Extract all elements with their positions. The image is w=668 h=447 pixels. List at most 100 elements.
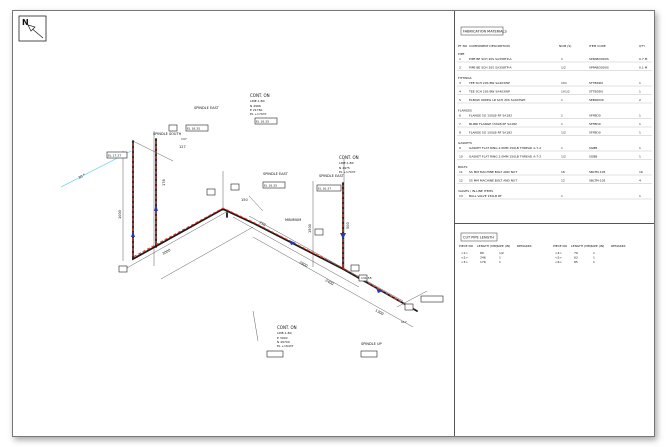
dim-3000: 3000 (162, 248, 172, 256)
parts-group-name: GASKETS (458, 141, 472, 145)
parts-header-size: NOM (S) (559, 44, 571, 48)
parts-row-pt: 7 (459, 122, 461, 126)
cut-header-remarks-left: REMARKS (517, 244, 532, 248)
parts-row-size: 1 (561, 57, 563, 61)
parts-header-code: ITEM CODE (589, 44, 606, 48)
cut-row-length-left: 246 (480, 256, 486, 260)
parts-title-box (460, 26, 504, 36)
cut-header-piece-left: PIECE NO (459, 244, 474, 248)
cut-header-remarks-right: REMARKS (611, 244, 626, 248)
parts-row-desc: PIPE BE SCH 20S SA358TP-A (469, 57, 512, 61)
parts-row-code: SFFBD0 (589, 122, 601, 126)
spindle-up: SPINDLE UP (361, 342, 382, 346)
parts-group-name: PIPE (458, 52, 465, 56)
parts-row-qty: 1 (639, 122, 641, 126)
parts-row-size: 1 (561, 122, 563, 126)
parts-row-size: 12 (561, 179, 565, 183)
annotation-tags (106, 117, 444, 358)
dim-131: 131.58 (361, 276, 372, 280)
cut-header-length-left: LENGTH (MM) (477, 244, 498, 248)
minimum-label: MINIMUM (285, 218, 301, 222)
isometric-drawing: N (13, 11, 454, 436)
cont-mid-ref: LINE-1-B4 (339, 161, 354, 165)
parts-row-desc: SS MM MACHINE BOLT AND NUT (469, 170, 517, 174)
cut-row-length-right: 79 (574, 251, 578, 255)
cont-top-el: EL +17037 (250, 112, 267, 116)
pipe-weld-marks (132, 141, 416, 311)
parts-row-size: 1X1/2 (561, 90, 570, 94)
parts-row-pt: 4 (459, 90, 461, 94)
dim-117: 117 (401, 320, 407, 324)
parts-row-desc: TEE SCH 20S BW SA403WP (468, 90, 510, 94)
parts-header-desc: COMPONENT DESCRIPTION (469, 44, 510, 48)
cut-row-length-right: 85 (574, 260, 578, 264)
parts-row-desc: BALL VALVE 150LB RF (469, 194, 502, 198)
cut-table-header: PIECE NO LENGTH (MM) SIZE (IN) REMARKS P… (459, 244, 626, 248)
cont-bot-n: N 49700 (277, 340, 290, 344)
parts-row-code: SFFBD0 (589, 114, 601, 118)
parts-row-desc: GASKET FLAT RING 2.0MM 150LB THREAD A-7-… (469, 155, 541, 159)
dim-1300: 1300 (375, 308, 385, 316)
parts-row-pt: 5 (459, 98, 461, 102)
parts-row-pt: 13 (459, 194, 463, 198)
dim-1500: 1500 (308, 224, 312, 233)
parts-row-size: 1 (561, 114, 563, 118)
dim-500: 500 (346, 222, 350, 229)
parts-row-pt: 11 (459, 170, 463, 174)
parts-row-size: 1/2 (561, 66, 566, 70)
parts-row-code: SBLTM-105 (589, 179, 606, 183)
parts-row-pt: 8 (459, 131, 461, 135)
cont-top-n: N 4966 (250, 104, 261, 108)
parts-row-pt: 10 (459, 155, 463, 159)
parts-row-qty: 4 (639, 179, 641, 183)
parts-row-qty: 0.7 M (639, 57, 648, 61)
parts-title: FABRICATION MATERIALS (463, 30, 507, 34)
cut-row-piece-left: <1> (461, 251, 468, 255)
cut-row-piece-left: <3> (461, 260, 468, 264)
dim-150: 150 (241, 198, 248, 202)
el-tag-5: EL 16.37 (318, 187, 331, 191)
parts-row-qty: 1 (639, 90, 641, 94)
cut-row-size-right: 1 (593, 251, 595, 255)
parts-group-name: FITTINGS (458, 76, 472, 80)
cut-header-piece-right: PIECE NO (553, 244, 568, 248)
cont-top-e: E 21760 (250, 108, 262, 112)
parts-header-qty: QTY (639, 44, 645, 48)
cut-row-size-left: 1/2 (499, 251, 504, 255)
parts-row-desc: FLANGE SO 150LB RF SA182 (469, 114, 512, 118)
spindle-east-1: SPINDLE EAST (194, 106, 220, 110)
tables-svg: FABRICATION MATERIALS PT NO COMPONENT DE… (457, 26, 652, 264)
cont-mid-n: N 4975 (339, 166, 350, 170)
cut-row-length-left: 80 (480, 251, 484, 255)
cont-bot-label: CONT. ON (277, 325, 297, 330)
flow-arrows (131, 205, 383, 293)
parts-row-pt: 6 (459, 114, 461, 118)
el-tag-2: EL 16.35 (187, 127, 200, 131)
parts-row-desc: BLIND FLANGE 150LB RF SA182 (469, 122, 517, 126)
parts-group-name: BOLTS (458, 165, 467, 169)
parts-row-qty: 0.1 M (639, 66, 648, 70)
parts-row-code: SEBDDD0 (589, 98, 604, 102)
parts-row-desc: TEE SCH 20S BW SA403WP (468, 81, 510, 85)
spindle-east-3: SPINDLE EAST (319, 174, 345, 178)
isometric-svg: N (18, 15, 444, 358)
cut-row-piece-left: <2> (461, 256, 468, 260)
parts-row-code: SPPABD0D0S (589, 66, 609, 70)
parts-row-code: SBLTM-105 (589, 170, 606, 174)
tables-panel: FABRICATION MATERIALS PT NO COMPONENT DE… (455, 11, 654, 436)
parts-row-code: STTBDD0 (589, 90, 603, 94)
parts-row-desc: GASKET FLAT RING 2.0MM 150LB THREAD A-7-… (469, 146, 541, 150)
parts-row-pt: 9 (459, 146, 461, 150)
cut-row-length-left: 176 (480, 260, 486, 264)
cont-top-label: CONT. ON (250, 93, 270, 98)
parts-row-desc: ELBOW 90DEG LR SCH 20S SA403WP (469, 98, 525, 102)
cont-top-ref: LINE-1-B4 (250, 99, 265, 103)
cont-bot-ref: LINE-1-B4 (277, 331, 292, 335)
parts-group-name: VALVES / IN-LINE ITEMS (458, 189, 493, 193)
cut-row-piece-right: <6> (555, 260, 562, 264)
parts-row-pt: 3 (459, 81, 461, 85)
el-tag-3: EL 16.35 (256, 120, 269, 124)
parts-row-code: SGBB (589, 146, 597, 150)
